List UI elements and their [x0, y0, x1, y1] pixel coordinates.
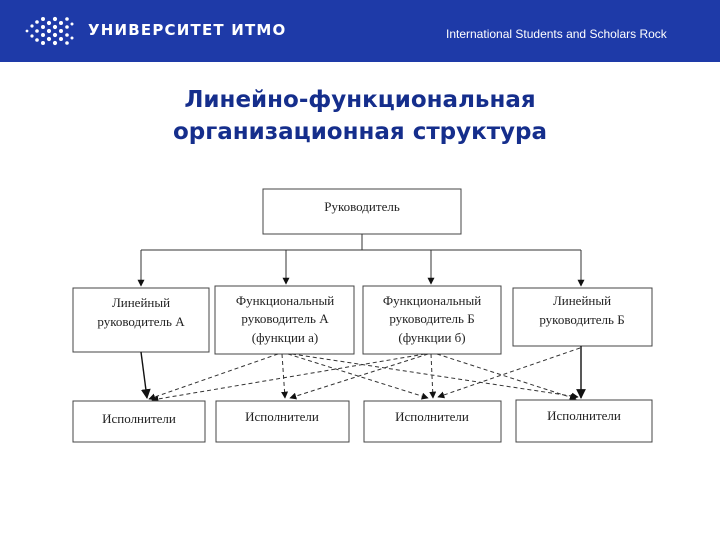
- slide-title: Линейно-функциональная организационная с…: [0, 84, 720, 148]
- functional-arrow-b-2: [289, 353, 429, 400]
- manager-label-line: Функциональный: [236, 293, 334, 308]
- functional-arrow-b-4: [436, 353, 577, 401]
- functional-arrow-a-1: [148, 353, 279, 401]
- executors-box-1: [72, 400, 206, 443]
- manager-label-line: Линейный: [553, 293, 611, 308]
- header-subtitle: International Students and Scholars Rock: [446, 27, 667, 41]
- executors-box-2: [215, 400, 350, 443]
- functional-arrow-linear-b: [437, 347, 581, 399]
- head-box: [262, 188, 462, 235]
- slide-title-line-2: организационная структура: [172, 119, 548, 145]
- manager-label-line: Функциональный: [383, 293, 481, 308]
- executors-box-3: [363, 400, 502, 443]
- manager-label-line: (функции а): [252, 330, 318, 345]
- manager-label-line: руководитель Б: [389, 311, 474, 326]
- manager-label-line: руководитель Б: [539, 312, 624, 327]
- executors-box-4: [515, 399, 653, 443]
- logo-text: УНИВЕРСИТЕТ ИТМО: [88, 21, 287, 39]
- manager-box-functional-b: [362, 285, 502, 355]
- executors-label: Исполнители: [102, 411, 176, 426]
- functional-arrow-b-3: [429, 353, 437, 399]
- manager-label-line: руководитель А: [241, 311, 329, 326]
- manager-box-functional-a: [214, 285, 355, 355]
- itmo-logo-dots-icon: [25, 16, 74, 46]
- head-box-label: Руководитель: [324, 199, 400, 214]
- executors-label: Исполнители: [245, 409, 319, 424]
- executors-label: Исполнители: [395, 409, 469, 424]
- linear-arrow-a: [140, 351, 151, 399]
- manager-box-linear-b: [512, 287, 653, 347]
- functional-arrow-b-1: [151, 353, 426, 403]
- tree-connectors: [137, 234, 585, 287]
- slide-title-line-1: Линейно-функциональная: [184, 87, 536, 113]
- functional-arrow-a-4: [291, 353, 579, 400]
- header-bar: УНИВЕРСИТЕТ ИТМО International Students …: [0, 0, 720, 62]
- manager-label-line: руководитель А: [97, 314, 185, 329]
- manager-label-line: Линейный: [112, 295, 170, 310]
- manager-label-line: (функции б): [398, 330, 465, 345]
- executors-label: Исполнители: [547, 408, 621, 423]
- functional-arrow-a-2: [281, 353, 289, 399]
